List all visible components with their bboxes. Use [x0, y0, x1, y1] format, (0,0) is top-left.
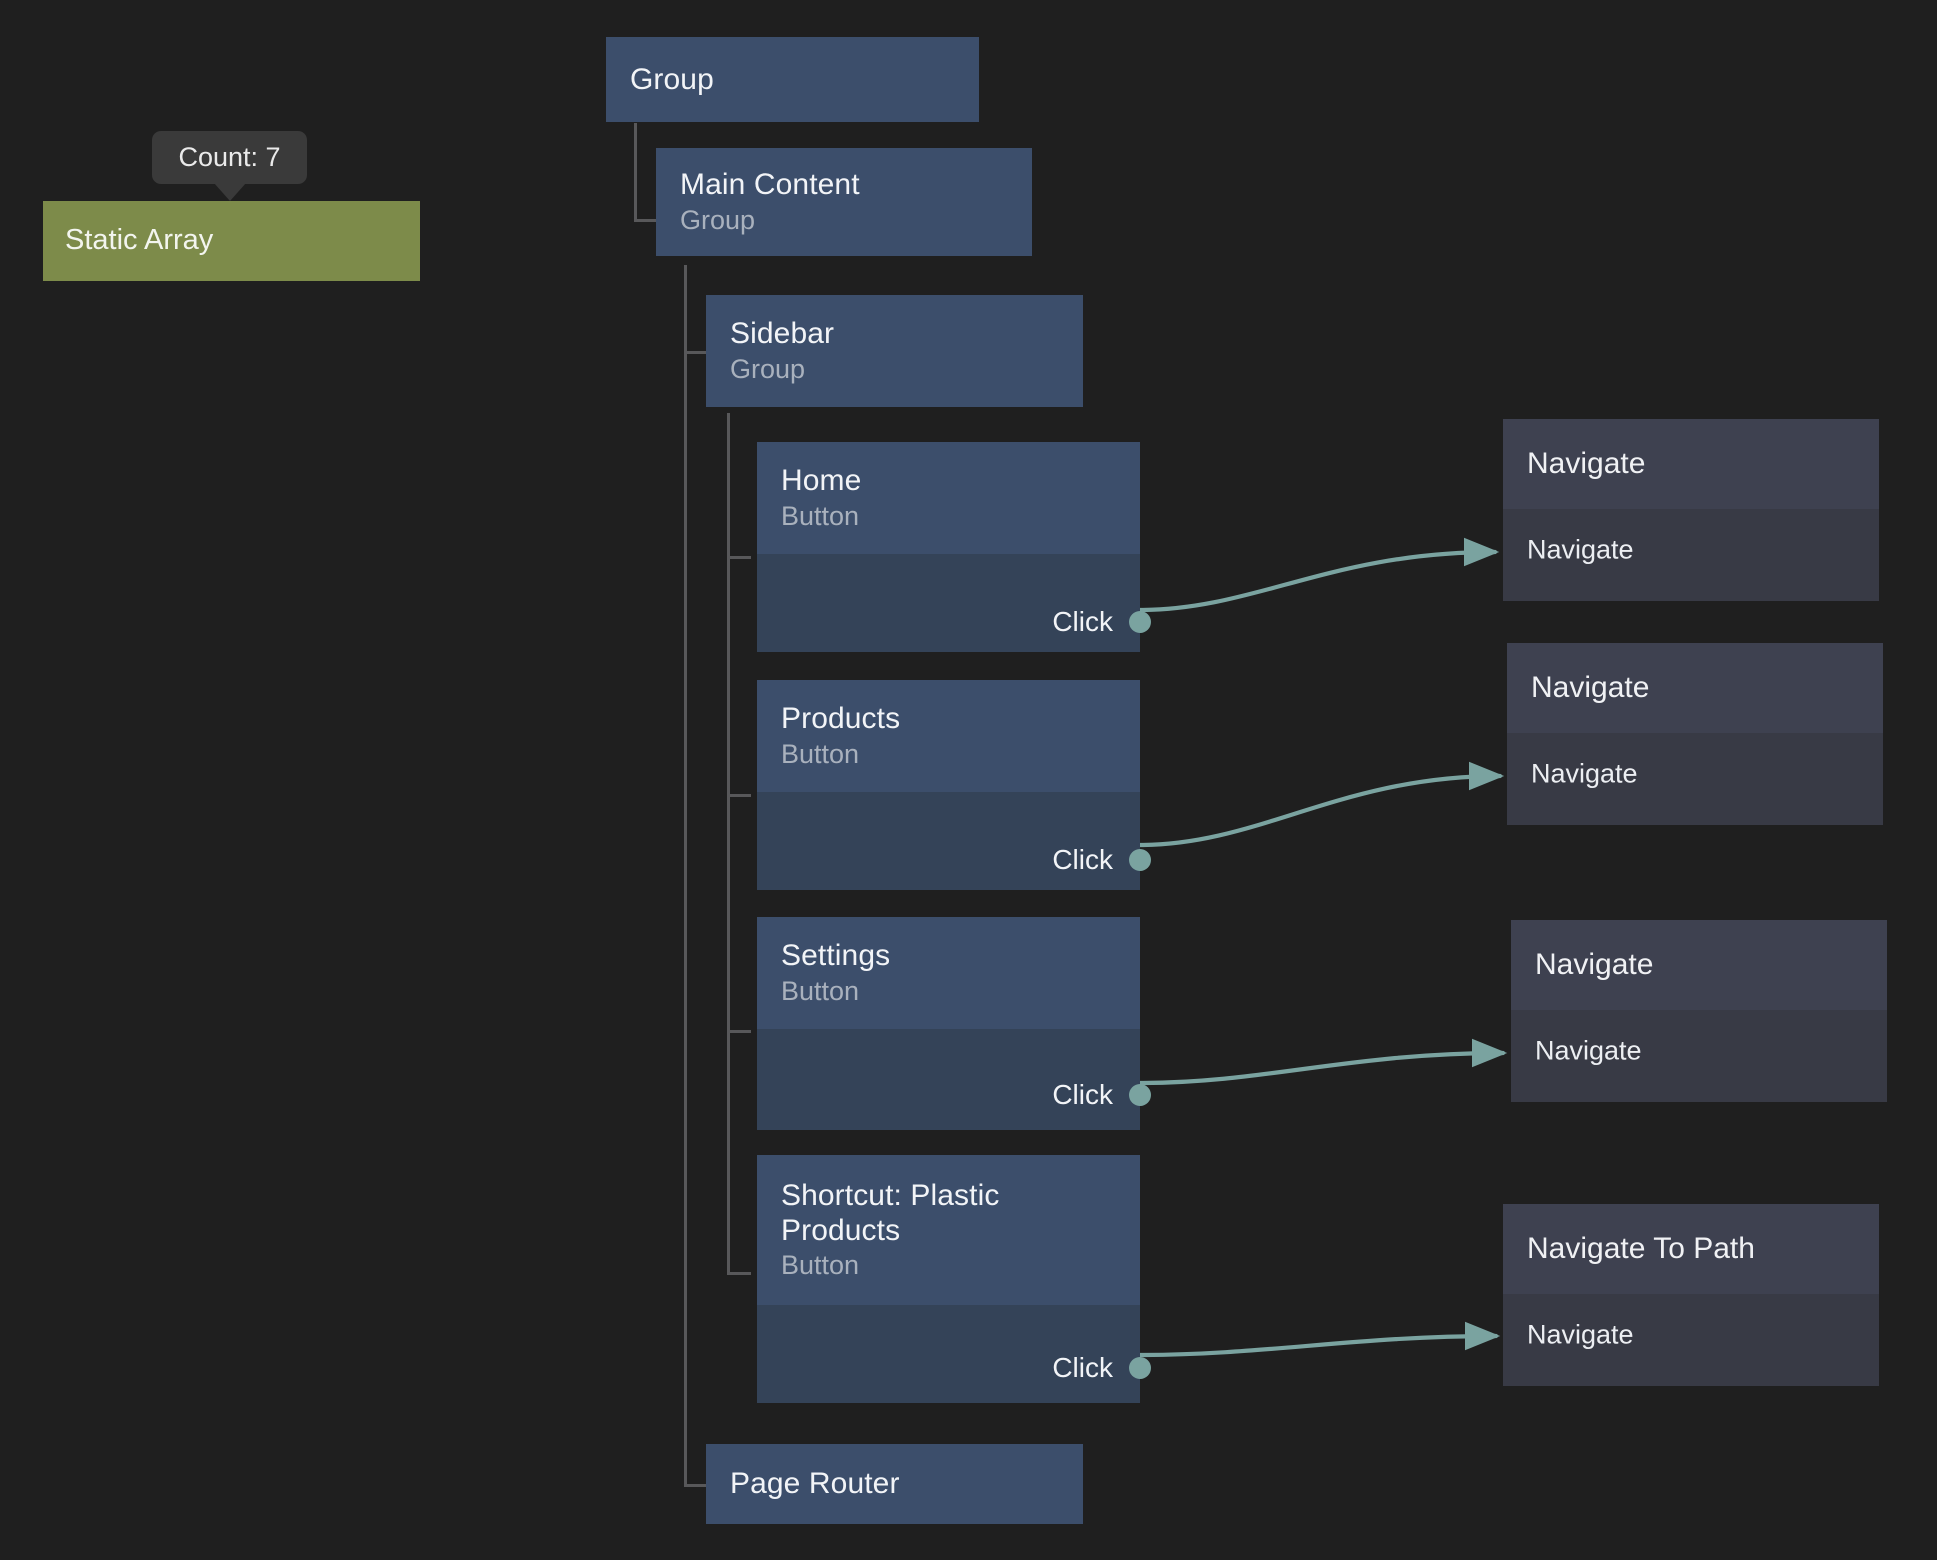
node-settings-title: Settings	[781, 939, 891, 973]
node-products-body: Click	[757, 792, 1151, 890]
action-node-navigate-1-header[interactable]: Navigate	[1503, 419, 1879, 509]
node-shortcut-title: Shortcut: Plastic Products	[781, 1178, 1000, 1248]
static-array-label: Static Array	[65, 224, 214, 257]
count-tooltip-text: Count: 7	[178, 142, 281, 172]
node-page-router[interactable]: Page Router	[706, 1444, 1083, 1524]
edge-shortcut-to-navigate-to-path	[1137, 1321, 1501, 1358]
action-node-navigate-2-input-port[interactable]: Navigate	[1507, 758, 1638, 789]
count-tooltip: Count: 7	[152, 131, 307, 201]
node-settings-click-label: Click	[1052, 1079, 1113, 1110]
node-main-content-title: Main Content	[680, 168, 860, 202]
node-shortcut-click-label: Click	[1052, 1352, 1113, 1383]
node-sidebar-title: Sidebar	[730, 317, 835, 351]
node-group[interactable]: Group	[606, 37, 979, 122]
tree-line-group-trunk	[634, 123, 637, 222]
static-array-node[interactable]: Static Array	[43, 201, 420, 281]
action-node-navigate-2-header[interactable]: Navigate	[1507, 643, 1883, 733]
node-products-subtitle: Button	[781, 738, 860, 769]
node-products-click-label: Click	[1052, 844, 1113, 875]
node-shortcut-plastic-products[interactable]: Shortcut: Plastic Products Button Click	[757, 1155, 1151, 1403]
node-home-click-label: Click	[1052, 606, 1113, 637]
node-home[interactable]: Home Button Click	[757, 442, 1151, 652]
node-home-subtitle: Button	[781, 500, 860, 531]
edge-settings-to-navigate	[1137, 1038, 1508, 1086]
output-port-dot-icon[interactable]	[1129, 1357, 1151, 1379]
node-settings-click-port[interactable]: Click	[1052, 1079, 1151, 1110]
node-home-header[interactable]: Home Button	[757, 442, 1140, 554]
action-node-navigate-2[interactable]: Navigate Navigate	[1507, 643, 1883, 825]
tree-line-sidebar-trunk	[727, 413, 730, 1275]
tree-line-sidebar-to-home	[727, 556, 751, 559]
node-products[interactable]: Products Button Click	[757, 680, 1151, 890]
node-products-header[interactable]: Products Button	[757, 680, 1140, 792]
action-node-navigate-1-title: Navigate	[1527, 446, 1646, 480]
action-node-navigate-3-input-port[interactable]: Navigate	[1511, 1035, 1642, 1066]
action-node-navigate-3-body: Navigate	[1511, 1010, 1887, 1102]
node-settings-body: Click	[757, 1029, 1151, 1130]
action-node-navigate-2-input-label: Navigate	[1531, 758, 1638, 789]
action-node-navigate-to-path-body: Navigate	[1503, 1294, 1879, 1386]
tree-line-group-to-main-content	[634, 219, 658, 222]
action-node-navigate-3-title: Navigate	[1535, 947, 1654, 981]
output-port-dot-icon[interactable]	[1129, 849, 1151, 871]
tree-line-sidebar-to-settings	[727, 1030, 751, 1033]
node-settings-header[interactable]: Settings Button	[757, 917, 1140, 1029]
node-page-router-header[interactable]: Page Router	[706, 1444, 1083, 1524]
action-node-navigate-to-path-title: Navigate To Path	[1527, 1231, 1755, 1265]
action-node-navigate-1-body: Navigate	[1503, 509, 1879, 601]
node-shortcut-body: Click	[757, 1305, 1151, 1403]
action-node-navigate-2-title: Navigate	[1531, 670, 1650, 704]
node-page-router-title: Page Router	[730, 1467, 900, 1501]
action-node-navigate-to-path-header[interactable]: Navigate To Path	[1503, 1204, 1879, 1294]
node-shortcut-subtitle: Button	[781, 1250, 860, 1281]
action-node-navigate-1[interactable]: Navigate Navigate	[1503, 419, 1879, 601]
action-node-navigate-3-header[interactable]: Navigate	[1511, 920, 1887, 1010]
node-home-body: Click	[757, 554, 1151, 652]
node-shortcut-header[interactable]: Shortcut: Plastic Products Button	[757, 1155, 1140, 1305]
output-port-dot-icon[interactable]	[1129, 1084, 1151, 1106]
tree-line-main-content-to-sidebar	[684, 351, 708, 354]
action-node-navigate-to-path-input-port[interactable]: Navigate	[1503, 1319, 1634, 1350]
node-group-title: Group	[630, 62, 714, 96]
node-shortcut-click-port[interactable]: Click	[1052, 1352, 1151, 1383]
action-node-navigate-1-input-port[interactable]: Navigate	[1503, 534, 1634, 565]
tree-line-main-content-trunk	[684, 265, 687, 1487]
node-sidebar[interactable]: Sidebar Group	[706, 295, 1083, 407]
node-settings-subtitle: Button	[781, 975, 860, 1006]
action-node-navigate-2-body: Navigate	[1507, 733, 1883, 825]
node-products-click-port[interactable]: Click	[1052, 844, 1151, 875]
node-main-content[interactable]: Main Content Group	[656, 148, 1032, 256]
node-main-content-subtitle: Group	[680, 204, 756, 235]
action-node-navigate-3[interactable]: Navigate Navigate	[1511, 920, 1887, 1102]
node-sidebar-subtitle: Group	[730, 353, 806, 384]
action-node-navigate-1-input-label: Navigate	[1527, 534, 1634, 565]
node-sidebar-header[interactable]: Sidebar Group	[706, 295, 1083, 407]
action-node-navigate-to-path-input-label: Navigate	[1527, 1319, 1634, 1350]
tooltip-pointer-icon	[213, 183, 246, 201]
output-port-dot-icon[interactable]	[1129, 611, 1151, 633]
edge-home-to-navigate	[1137, 537, 1500, 613]
node-settings[interactable]: Settings Button Click	[757, 917, 1151, 1130]
action-node-navigate-3-input-label: Navigate	[1535, 1035, 1642, 1066]
action-node-navigate-to-path[interactable]: Navigate To Path Navigate	[1503, 1204, 1879, 1386]
node-home-title: Home	[781, 464, 862, 498]
tree-line-sidebar-to-shortcut	[727, 1272, 751, 1275]
node-main-content-header[interactable]: Main Content Group	[656, 148, 1032, 256]
edge-products-to-navigate	[1137, 761, 1505, 848]
node-products-title: Products	[781, 702, 901, 736]
node-group-header[interactable]: Group	[606, 37, 979, 122]
tree-line-sidebar-to-products	[727, 794, 751, 797]
tree-line-main-content-to-page-router	[684, 1484, 708, 1487]
node-home-click-port[interactable]: Click	[1052, 606, 1151, 637]
